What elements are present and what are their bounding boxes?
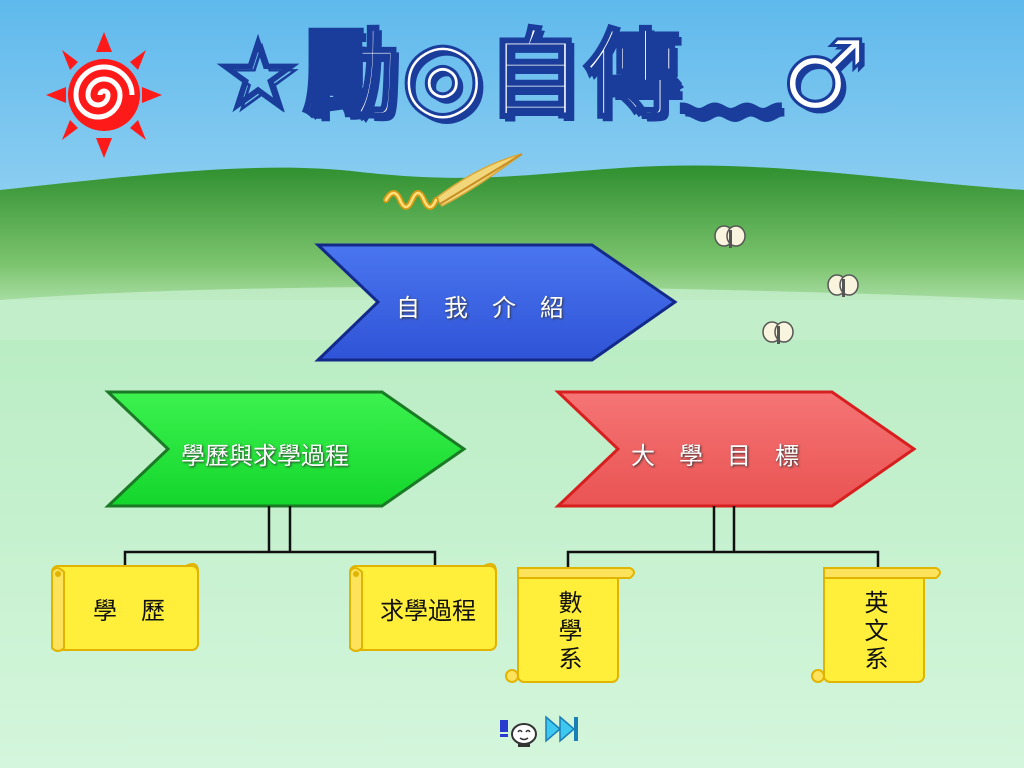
connector-left bbox=[123, 506, 437, 572]
feather-icon bbox=[383, 153, 523, 210]
scroll-card-2[interactable] bbox=[349, 563, 497, 652]
scroll-label-3: 數學系 bbox=[554, 590, 582, 674]
title-banner: ☆勵◎自傳﹏♂ bbox=[214, 15, 869, 145]
skip-forward-icon[interactable] bbox=[544, 714, 580, 744]
scroll-label-4: 英文系 bbox=[860, 590, 888, 674]
scroll-card-3[interactable] bbox=[505, 567, 635, 683]
branch-right-label: 大 學 目 標 bbox=[631, 442, 799, 470]
scroll-card-1[interactable] bbox=[51, 563, 199, 652]
scroll-label-2: 求學過程 bbox=[380, 597, 476, 625]
branch-left-label: 學歷與求學過程 bbox=[181, 442, 349, 470]
scroll-card-4[interactable] bbox=[811, 567, 941, 683]
character-icon[interactable] bbox=[498, 716, 538, 750]
branch-arrow-left[interactable] bbox=[104, 390, 467, 508]
root-arrow[interactable] bbox=[314, 243, 678, 362]
butterfly-icon bbox=[827, 274, 859, 297]
scroll-label-1: 學 歷 bbox=[93, 597, 165, 625]
connector-right bbox=[566, 506, 880, 572]
butterfly-icon bbox=[714, 225, 746, 248]
branch-arrow-right[interactable] bbox=[554, 390, 917, 508]
sun-spiral-icon bbox=[46, 32, 162, 158]
butterfly-icon bbox=[762, 321, 794, 344]
page-title: ☆勵◎自傳﹏♂ bbox=[214, 18, 869, 133]
root-arrow-label: 自 我 介 紹 bbox=[396, 294, 564, 322]
